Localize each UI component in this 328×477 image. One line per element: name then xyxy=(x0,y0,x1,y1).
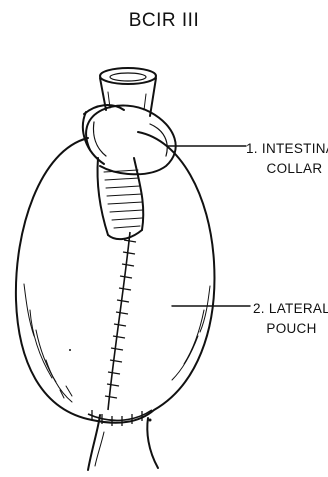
label-intestinal-collar-line1: 1. INTESTINAL xyxy=(246,139,328,159)
lateral-pouch-outline xyxy=(16,132,215,423)
label-lateral-pouch-line1: 2. LATERAL xyxy=(253,299,328,319)
label-lateral-pouch: 2. LATERAL POUCH xyxy=(253,299,328,339)
label-intestinal-collar: 1. INTESTINAL COLLAR xyxy=(246,139,328,179)
label-intestinal-collar-line2: COLLAR xyxy=(246,159,328,179)
valve-inner xyxy=(97,158,143,239)
stoma-tube xyxy=(100,68,156,116)
pouch-shading-left xyxy=(24,284,72,402)
label-lateral-pouch-line2: POUCH xyxy=(253,319,328,339)
suture-line xyxy=(88,232,152,426)
pouch-shading-right xyxy=(172,286,210,380)
